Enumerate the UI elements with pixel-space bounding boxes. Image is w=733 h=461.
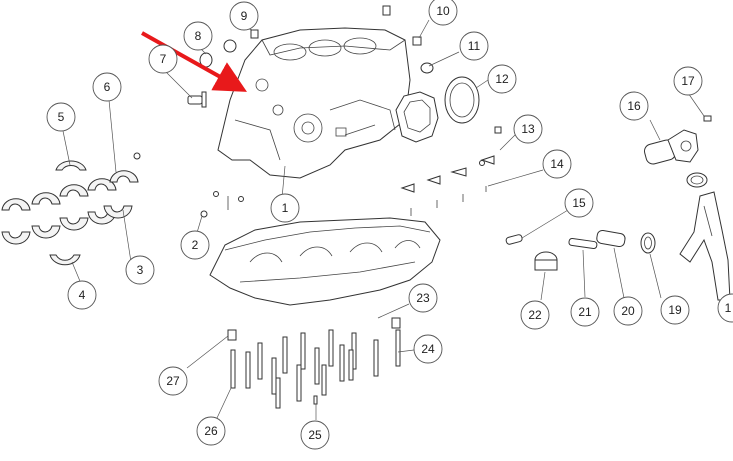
callout-10: 10 (428, 0, 458, 26)
callout-15: 15 (564, 188, 594, 218)
callout-11-label: 11 (468, 39, 481, 53)
callout-23: 23 (408, 283, 438, 313)
callout-3-label: 3 (137, 263, 144, 277)
lower-crankcase (209, 217, 441, 306)
callout-7: 7 (148, 44, 178, 74)
callout-24-label: 24 (421, 342, 435, 356)
callout-2-label: 2 (192, 238, 199, 252)
callout-6-label: 6 (104, 80, 111, 94)
callout-13: 13 (513, 114, 543, 144)
callout-26: 26 (196, 416, 226, 446)
callout-17-label: 17 (681, 74, 695, 88)
callout-22-label: 22 (528, 308, 542, 322)
pin (568, 237, 598, 250)
callout-1-edge: 1 (717, 293, 733, 323)
callout-8-label: 8 (195, 29, 202, 43)
callout-bubbles: 1 2 3 4 5 6 7 8 9 10 11 12 13 14 15 (46, 0, 733, 450)
callout-2: 2 (180, 230, 210, 260)
callout-22: 22 (520, 300, 550, 330)
fittings-and-plugs (133, 5, 712, 218)
callout-19-label: 19 (668, 303, 682, 317)
callout-14: 14 (542, 149, 572, 179)
callout-8: 8 (183, 21, 213, 51)
cylinder-block-upper (217, 27, 411, 179)
callout-26-label: 26 (204, 424, 218, 438)
callout-12: 12 (487, 64, 517, 94)
leader-lines (62, 19, 705, 420)
callout-3: 3 (125, 255, 155, 285)
callout-27: 27 (158, 366, 188, 396)
red-pointer-arrow (141, 31, 247, 92)
callout-15-label: 15 (572, 196, 586, 210)
rear-seal-housing (395, 91, 439, 143)
callout-12-label: 12 (495, 72, 509, 86)
callout-1-label: 1 (282, 201, 289, 215)
coolant-connector (643, 129, 699, 165)
callout-6: 6 (92, 72, 122, 102)
callout-16: 16 (619, 91, 649, 121)
coolant-hose (679, 191, 731, 301)
callout-1: 1 (270, 193, 300, 223)
callout-4-label: 4 (79, 288, 86, 302)
callout-17: 17 (673, 66, 703, 96)
callout-1-edge-label: 1 (725, 301, 732, 315)
callout-23-label: 23 (416, 291, 430, 305)
callout-20: 20 (613, 296, 643, 326)
main-bearing-shells (1, 160, 139, 266)
callout-27-label: 27 (166, 374, 180, 388)
bolt-set (227, 317, 401, 409)
callout-25-label: 25 (308, 428, 322, 442)
callout-5-label: 5 (58, 110, 65, 124)
callout-9: 9 (229, 1, 259, 31)
crankshaft-seal (444, 76, 480, 124)
callout-10-label: 10 (436, 4, 450, 18)
callout-24: 24 (413, 334, 443, 364)
callout-19: 19 (660, 295, 690, 325)
callout-21: 21 (570, 297, 600, 327)
callout-14-label: 14 (550, 157, 564, 171)
dowel (505, 234, 523, 245)
callout-7-label: 7 (160, 52, 167, 66)
sleeve (596, 229, 626, 248)
callout-5: 5 (46, 102, 76, 132)
callout-25: 25 (300, 420, 330, 450)
hose-clamp (640, 232, 656, 254)
callout-20-label: 20 (621, 304, 635, 318)
callout-16-label: 16 (627, 99, 641, 113)
plug-cap (534, 251, 558, 271)
hose-clamp-right (686, 172, 708, 188)
callout-9-label: 9 (241, 9, 248, 23)
callout-21-label: 21 (578, 305, 592, 319)
callout-4: 4 (67, 280, 97, 310)
callout-13-label: 13 (521, 122, 535, 136)
callout-11: 11 (459, 31, 489, 61)
arrow-shaft (141, 31, 247, 92)
